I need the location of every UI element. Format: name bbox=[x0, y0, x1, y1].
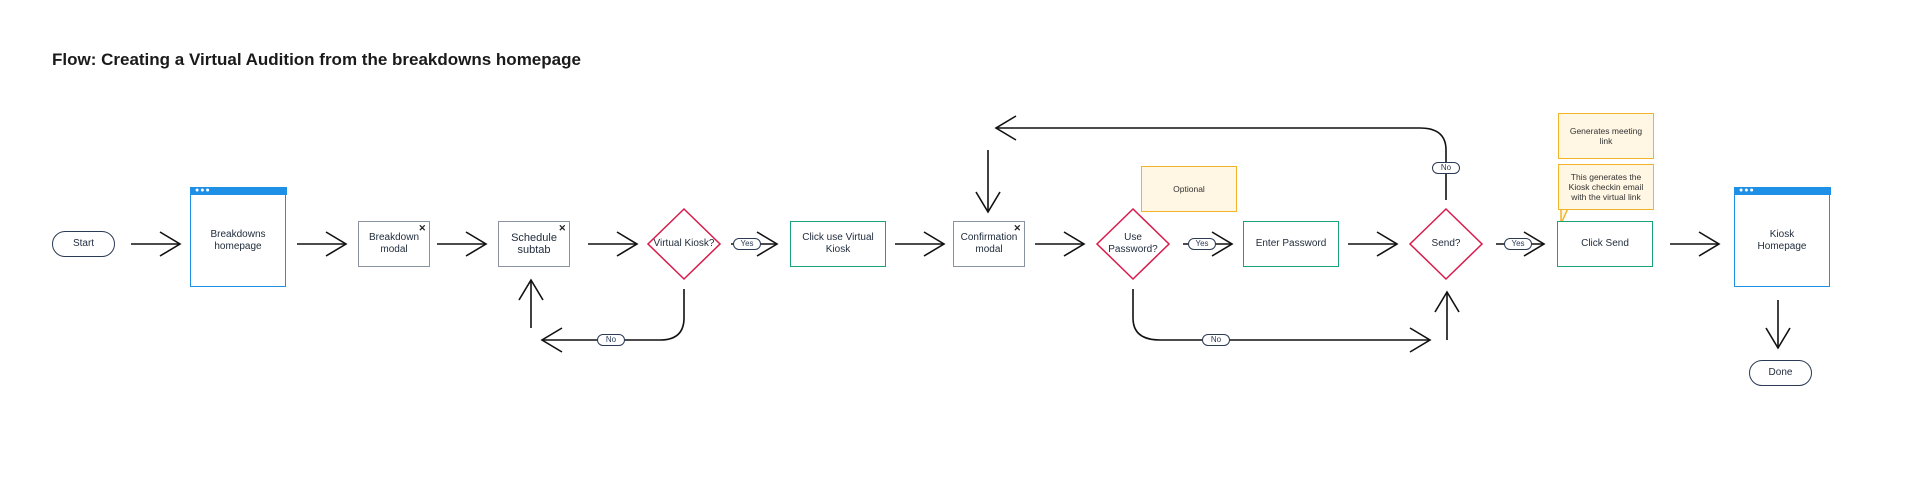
window-bar bbox=[189, 186, 287, 195]
start-node: Start bbox=[52, 231, 115, 257]
note-optional: Optional bbox=[1141, 166, 1237, 212]
breakdown-modal-label: Breakdown modal bbox=[368, 232, 420, 255]
arrow-kiosk-no bbox=[540, 289, 685, 353]
click-send-box: Click Send bbox=[1557, 221, 1653, 267]
edge-label-send-yes: Yes bbox=[1504, 238, 1532, 250]
close-icon: ✕ bbox=[1013, 223, 1021, 233]
enter-password-label: Enter Password bbox=[1255, 238, 1327, 249]
click-send-label: Click Send bbox=[1581, 238, 1629, 249]
enter-password-box: Enter Password bbox=[1243, 221, 1339, 267]
schedule-subtab-label: Schedule subtab bbox=[511, 232, 557, 256]
schedule-subtab-modal: ✕ Schedule subtab bbox=[498, 221, 570, 267]
kiosk-homepage-label: Kiosk Homepage bbox=[1757, 229, 1807, 252]
edge-label-send-no: No bbox=[1432, 162, 1460, 174]
kiosk-homepage-screen: ●●● Kiosk Homepage bbox=[1733, 186, 1831, 287]
decision-use-password bbox=[1095, 207, 1171, 281]
click-use-virtual-kiosk-box: Click use Virtual Kiosk bbox=[790, 221, 886, 267]
arrow-password-no bbox=[1132, 289, 1432, 353]
window-dots-icon: ●●● bbox=[1739, 187, 1755, 194]
edge-label-kiosk-no: No bbox=[597, 334, 625, 346]
confirmation-modal-label: Confirmation modal bbox=[960, 232, 1018, 255]
close-icon: ✕ bbox=[418, 223, 426, 233]
arrow-send-no bbox=[994, 115, 1447, 200]
edge-label-password-no: No bbox=[1202, 334, 1230, 346]
window-bar bbox=[1733, 186, 1831, 195]
virtual-kiosk-question: Virtual Kiosk? bbox=[653, 238, 715, 249]
edge-label-kiosk-yes: Yes bbox=[733, 238, 761, 250]
note-generates-meeting-link: Generates meeting link bbox=[1558, 113, 1654, 159]
breakdowns-homepage-label: Breakdowns homepage bbox=[210, 229, 266, 252]
edge-label-password-yes: Yes bbox=[1188, 238, 1216, 250]
close-icon: ✕ bbox=[558, 223, 566, 233]
use-password-question: Use Password? bbox=[1108, 232, 1158, 255]
done-label: Done bbox=[1768, 367, 1793, 378]
note-kiosk-checkin-email: This generates the Kiosk checkin email w… bbox=[1558, 164, 1654, 210]
breakdown-modal: ✕ Breakdown modal bbox=[358, 221, 430, 267]
breakdowns-homepage-screen: ●●● Breakdowns homepage bbox=[189, 186, 287, 287]
confirmation-modal: ✕ Confirmation modal bbox=[953, 221, 1025, 267]
decision-send bbox=[1408, 207, 1484, 281]
click-use-virtual-kiosk-label: Click use Virtual Kiosk bbox=[802, 232, 874, 255]
done-node: Done bbox=[1749, 360, 1812, 386]
start-label: Start bbox=[72, 238, 95, 249]
page-title: Flow: Creating a Virtual Audition from t… bbox=[52, 50, 581, 69]
decision-virtual-kiosk bbox=[646, 207, 722, 281]
window-dots-icon: ●●● bbox=[195, 187, 211, 194]
send-question: Send? bbox=[1431, 238, 1461, 249]
